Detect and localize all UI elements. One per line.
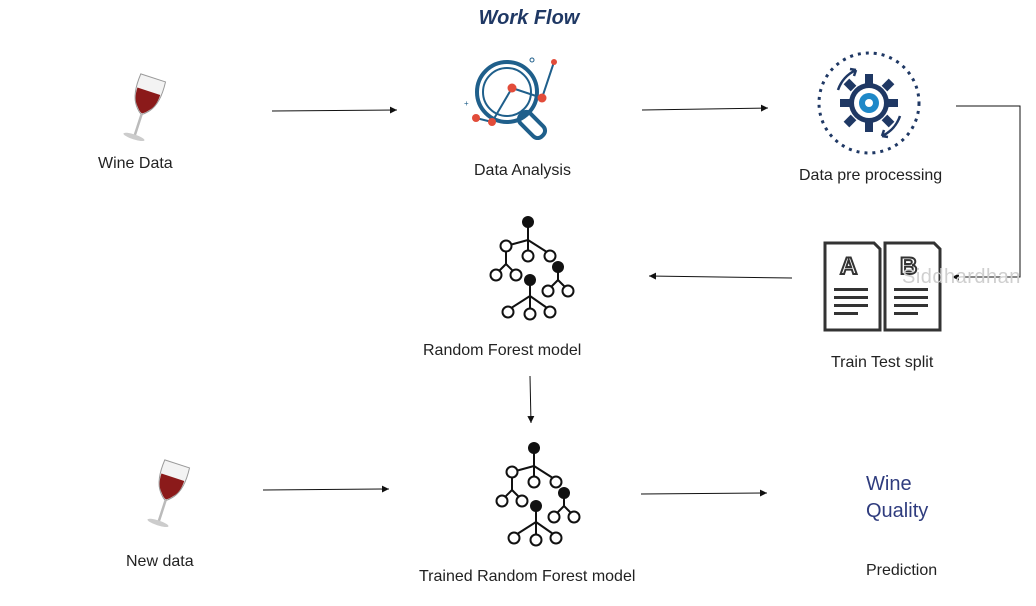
result-line-1: Wine [866,473,912,495]
arrow-model-to-trained [527,375,535,424]
gear-icon [817,51,921,155]
split-letter-a: A [840,253,857,280]
trained-random-forest-icon [495,442,581,547]
page-title: Work Flow [478,7,580,29]
node-label-random-forest-model: Random Forest model [423,342,582,359]
wine-glass-icon [147,459,191,528]
node-label-train-test-split: Train Test split [831,354,934,371]
node-label-wine-data: Wine Data [98,155,173,172]
arrow-wine-to-analysis [271,106,398,114]
watermark-text: Siddhardhan [902,266,1021,288]
arrow-analysis-to-preprocessing [641,104,769,112]
document-split-icon: A B [823,241,942,332]
split-letter-b: B [900,253,917,280]
arrow-split-to-model [648,272,793,280]
node-label-prediction: Prediction [866,562,938,579]
random-forest-icon [489,216,575,321]
arrow-trained-to-prediction [640,489,768,497]
arrow-preprocessing-to-split [952,105,1021,281]
result-line-2: Quality [866,500,929,522]
node-label-trained-random-forest-model: Trained Random Forest model [419,568,636,585]
node-label-new-data: New data [126,553,194,570]
node-label-data-pre-processing: Data pre processing [799,167,943,184]
svg-text:+: + [464,99,469,108]
node-label-data-analysis: Data Analysis [474,162,571,179]
data-analysis-icon: + [464,57,557,140]
wine-glass-icon [123,73,167,142]
arrow-newdata-to-trained [262,485,390,493]
result-title: Wine Quality [866,471,928,525]
